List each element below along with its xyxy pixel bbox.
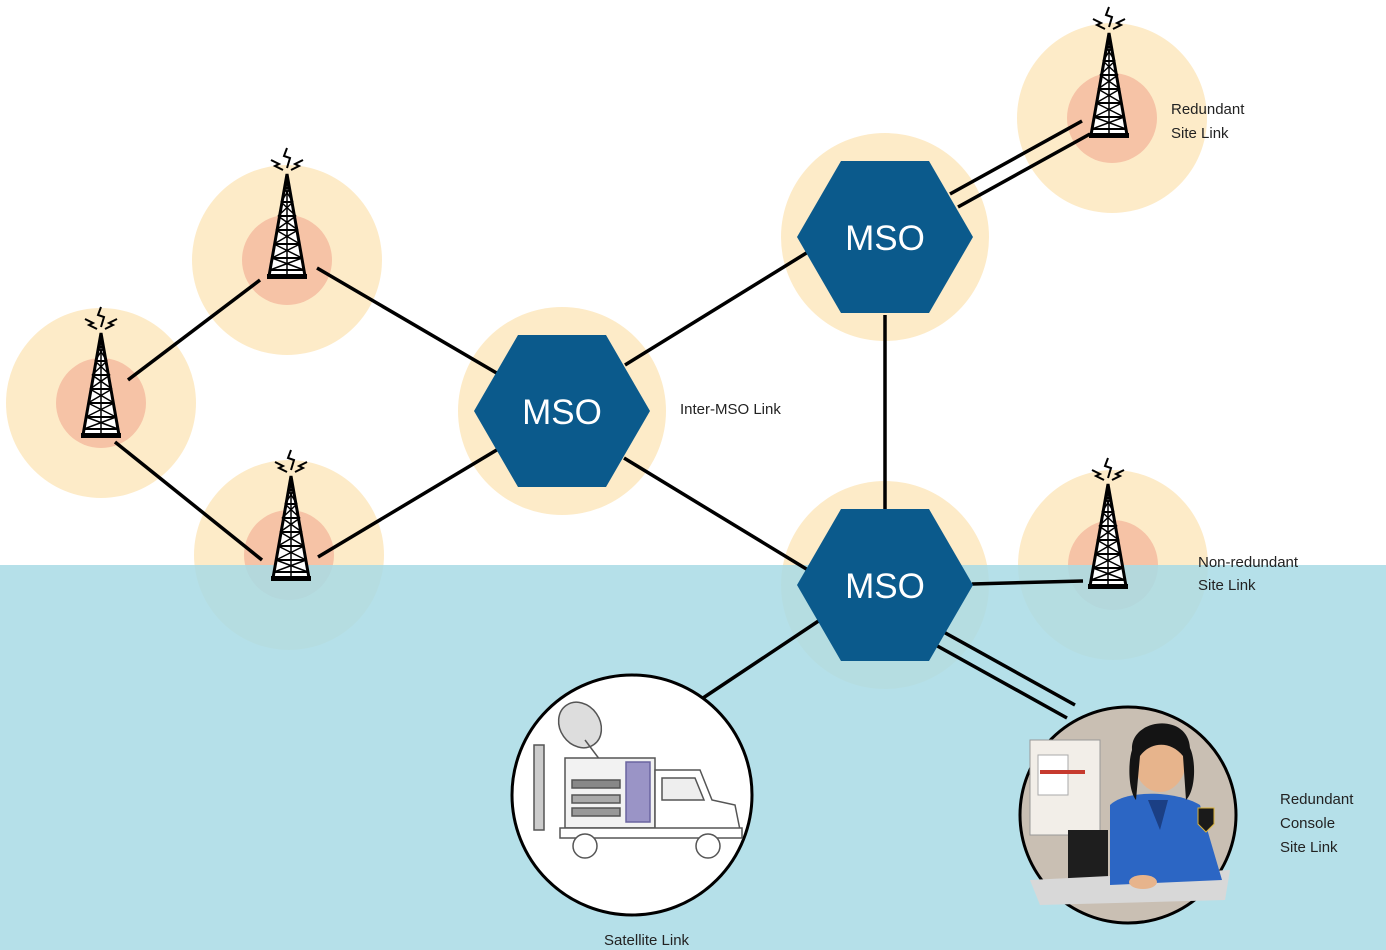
redundant-console-link-b	[931, 641, 1068, 720]
non-redundant-site-link-label-line-1: Non-redundant	[1198, 554, 1299, 571]
mso-label: MSO	[522, 393, 602, 432]
link-tower-upper-mso-center	[316, 266, 501, 377]
mso-node-bottom: MSO	[797, 509, 973, 661]
inter-mso-link-bottom	[623, 456, 809, 572]
console-operator-icon	[1018, 705, 1238, 925]
satellite-link	[699, 618, 821, 702]
link-tower-left-tower-upper	[126, 278, 262, 382]
site-link-non-redundant	[971, 579, 1084, 586]
mso-node-top: MSO	[797, 161, 973, 313]
redundant-console-site-link-label-line-2: Console	[1280, 815, 1335, 832]
network-links	[113, 119, 1091, 720]
link-tower-lower-mso-center	[317, 446, 501, 559]
link-tower-left-tower-lower	[113, 440, 264, 562]
satellite-link-label: Satellite Link	[604, 932, 690, 949]
redundant-console-site-link-label-line-1: Redundant	[1280, 791, 1354, 808]
redundant-site-link-a	[949, 119, 1083, 196]
redundant-site-link-label-line-1: Redundant	[1171, 101, 1245, 118]
redundant-console-link-a	[939, 628, 1076, 707]
satellite-truck-icon	[510, 673, 754, 917]
redundant-site-link-b	[957, 132, 1091, 209]
mso-node-center: MSO	[474, 335, 650, 487]
mso-label: MSO	[845, 567, 925, 606]
redundant-site-link-label-line-2: Site Link	[1171, 125, 1229, 142]
inter-mso-link-label: Inter-MSO Link	[680, 401, 781, 418]
inter-mso-link-top	[624, 250, 809, 367]
non-redundant-site-link-label-line-2: Site Link	[1198, 577, 1256, 594]
mso-label: MSO	[845, 219, 925, 258]
redundant-console-site-link-label-line-3: Site Link	[1280, 839, 1338, 856]
